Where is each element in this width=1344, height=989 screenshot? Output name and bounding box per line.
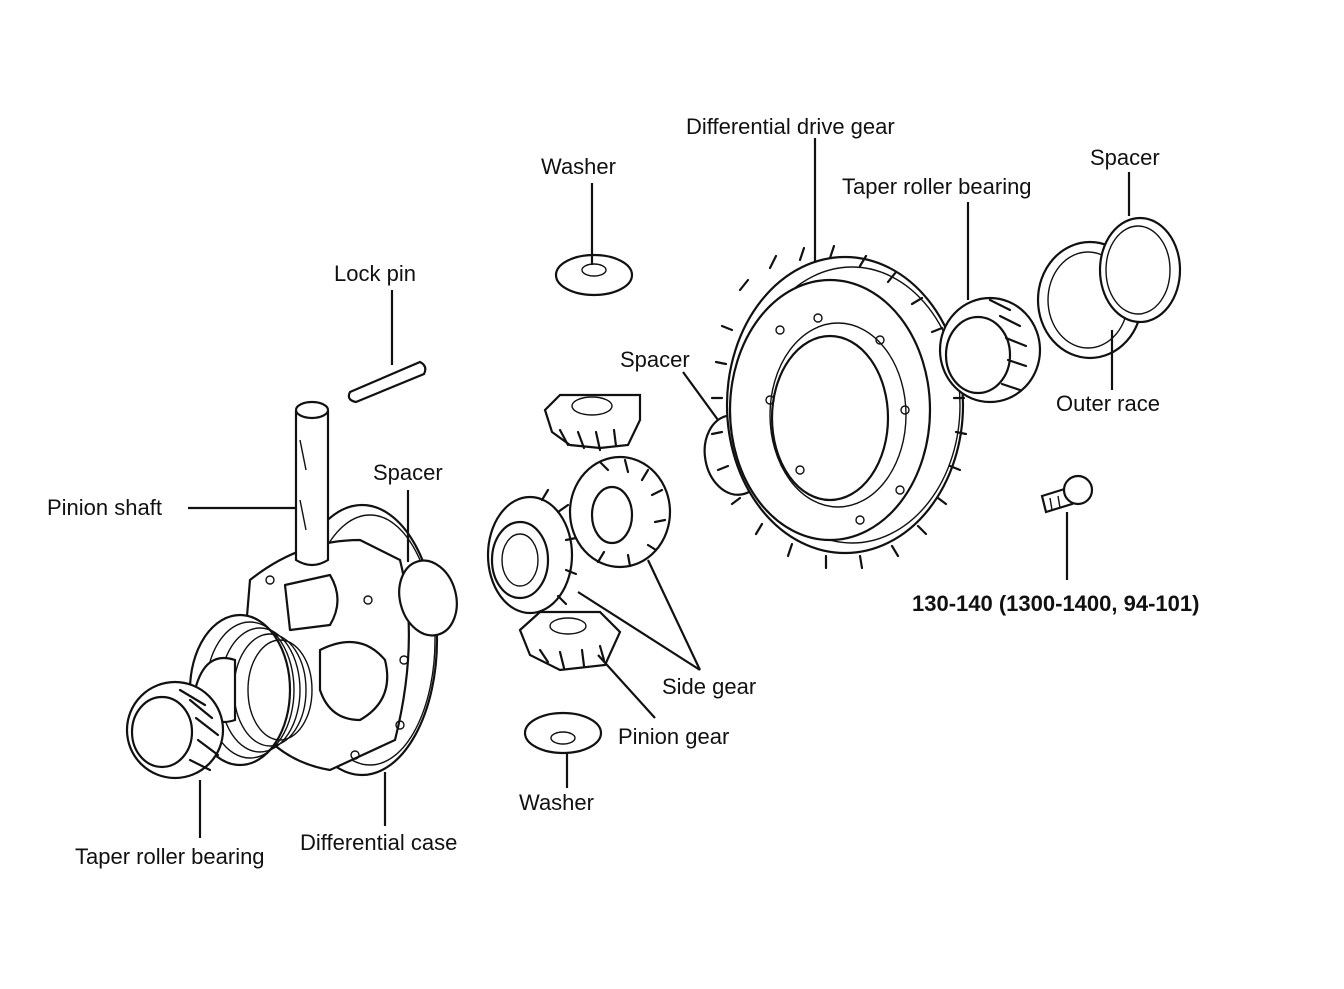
- lock-pin-part: [347, 360, 427, 404]
- label-differential-drive-gear: Differential drive gear: [686, 114, 895, 139]
- label-pinion-shaft: Pinion shaft: [47, 495, 162, 520]
- bolt-part: [1040, 474, 1094, 514]
- side-gear-front-part: [486, 488, 578, 615]
- leader-lines: [188, 138, 1131, 838]
- label-outer-race: Outer race: [1056, 391, 1160, 416]
- label-taper-roller-bearing-right: Taper roller bearing: [842, 174, 1032, 199]
- washer-bottom-part: [523, 711, 603, 755]
- pinion-gear-bottom-part: [518, 610, 622, 672]
- side-gear-rear-part: [568, 455, 672, 569]
- washer-top-part: [554, 253, 634, 297]
- label-lock-pin: Lock pin: [334, 261, 416, 286]
- label-torque-spec: 130-140 (1300-1400, 94-101): [912, 591, 1200, 616]
- label-washer-top: Washer: [541, 154, 616, 179]
- spacer-top-right-part: [1098, 216, 1182, 324]
- label-washer-bottom: Washer: [519, 790, 594, 815]
- label-side-gear: Side gear: [662, 674, 757, 699]
- spacer-left-part: [398, 559, 458, 637]
- label-spacer-left: Spacer: [373, 460, 443, 485]
- label-pinion-gear: Pinion gear: [618, 724, 730, 749]
- label-differential-case: Differential case: [300, 830, 458, 855]
- differential-case-part: [125, 400, 439, 780]
- label-spacer-middle: Spacer: [620, 347, 690, 372]
- label-taper-roller-bearing-left: Taper roller bearing: [75, 844, 265, 869]
- taper-roller-bearing-right-part: [938, 296, 1042, 404]
- differential-drive-gear-part: [710, 244, 968, 570]
- pinion-gear-top-part: [543, 393, 642, 452]
- label-spacer-top-right: Spacer: [1090, 145, 1160, 170]
